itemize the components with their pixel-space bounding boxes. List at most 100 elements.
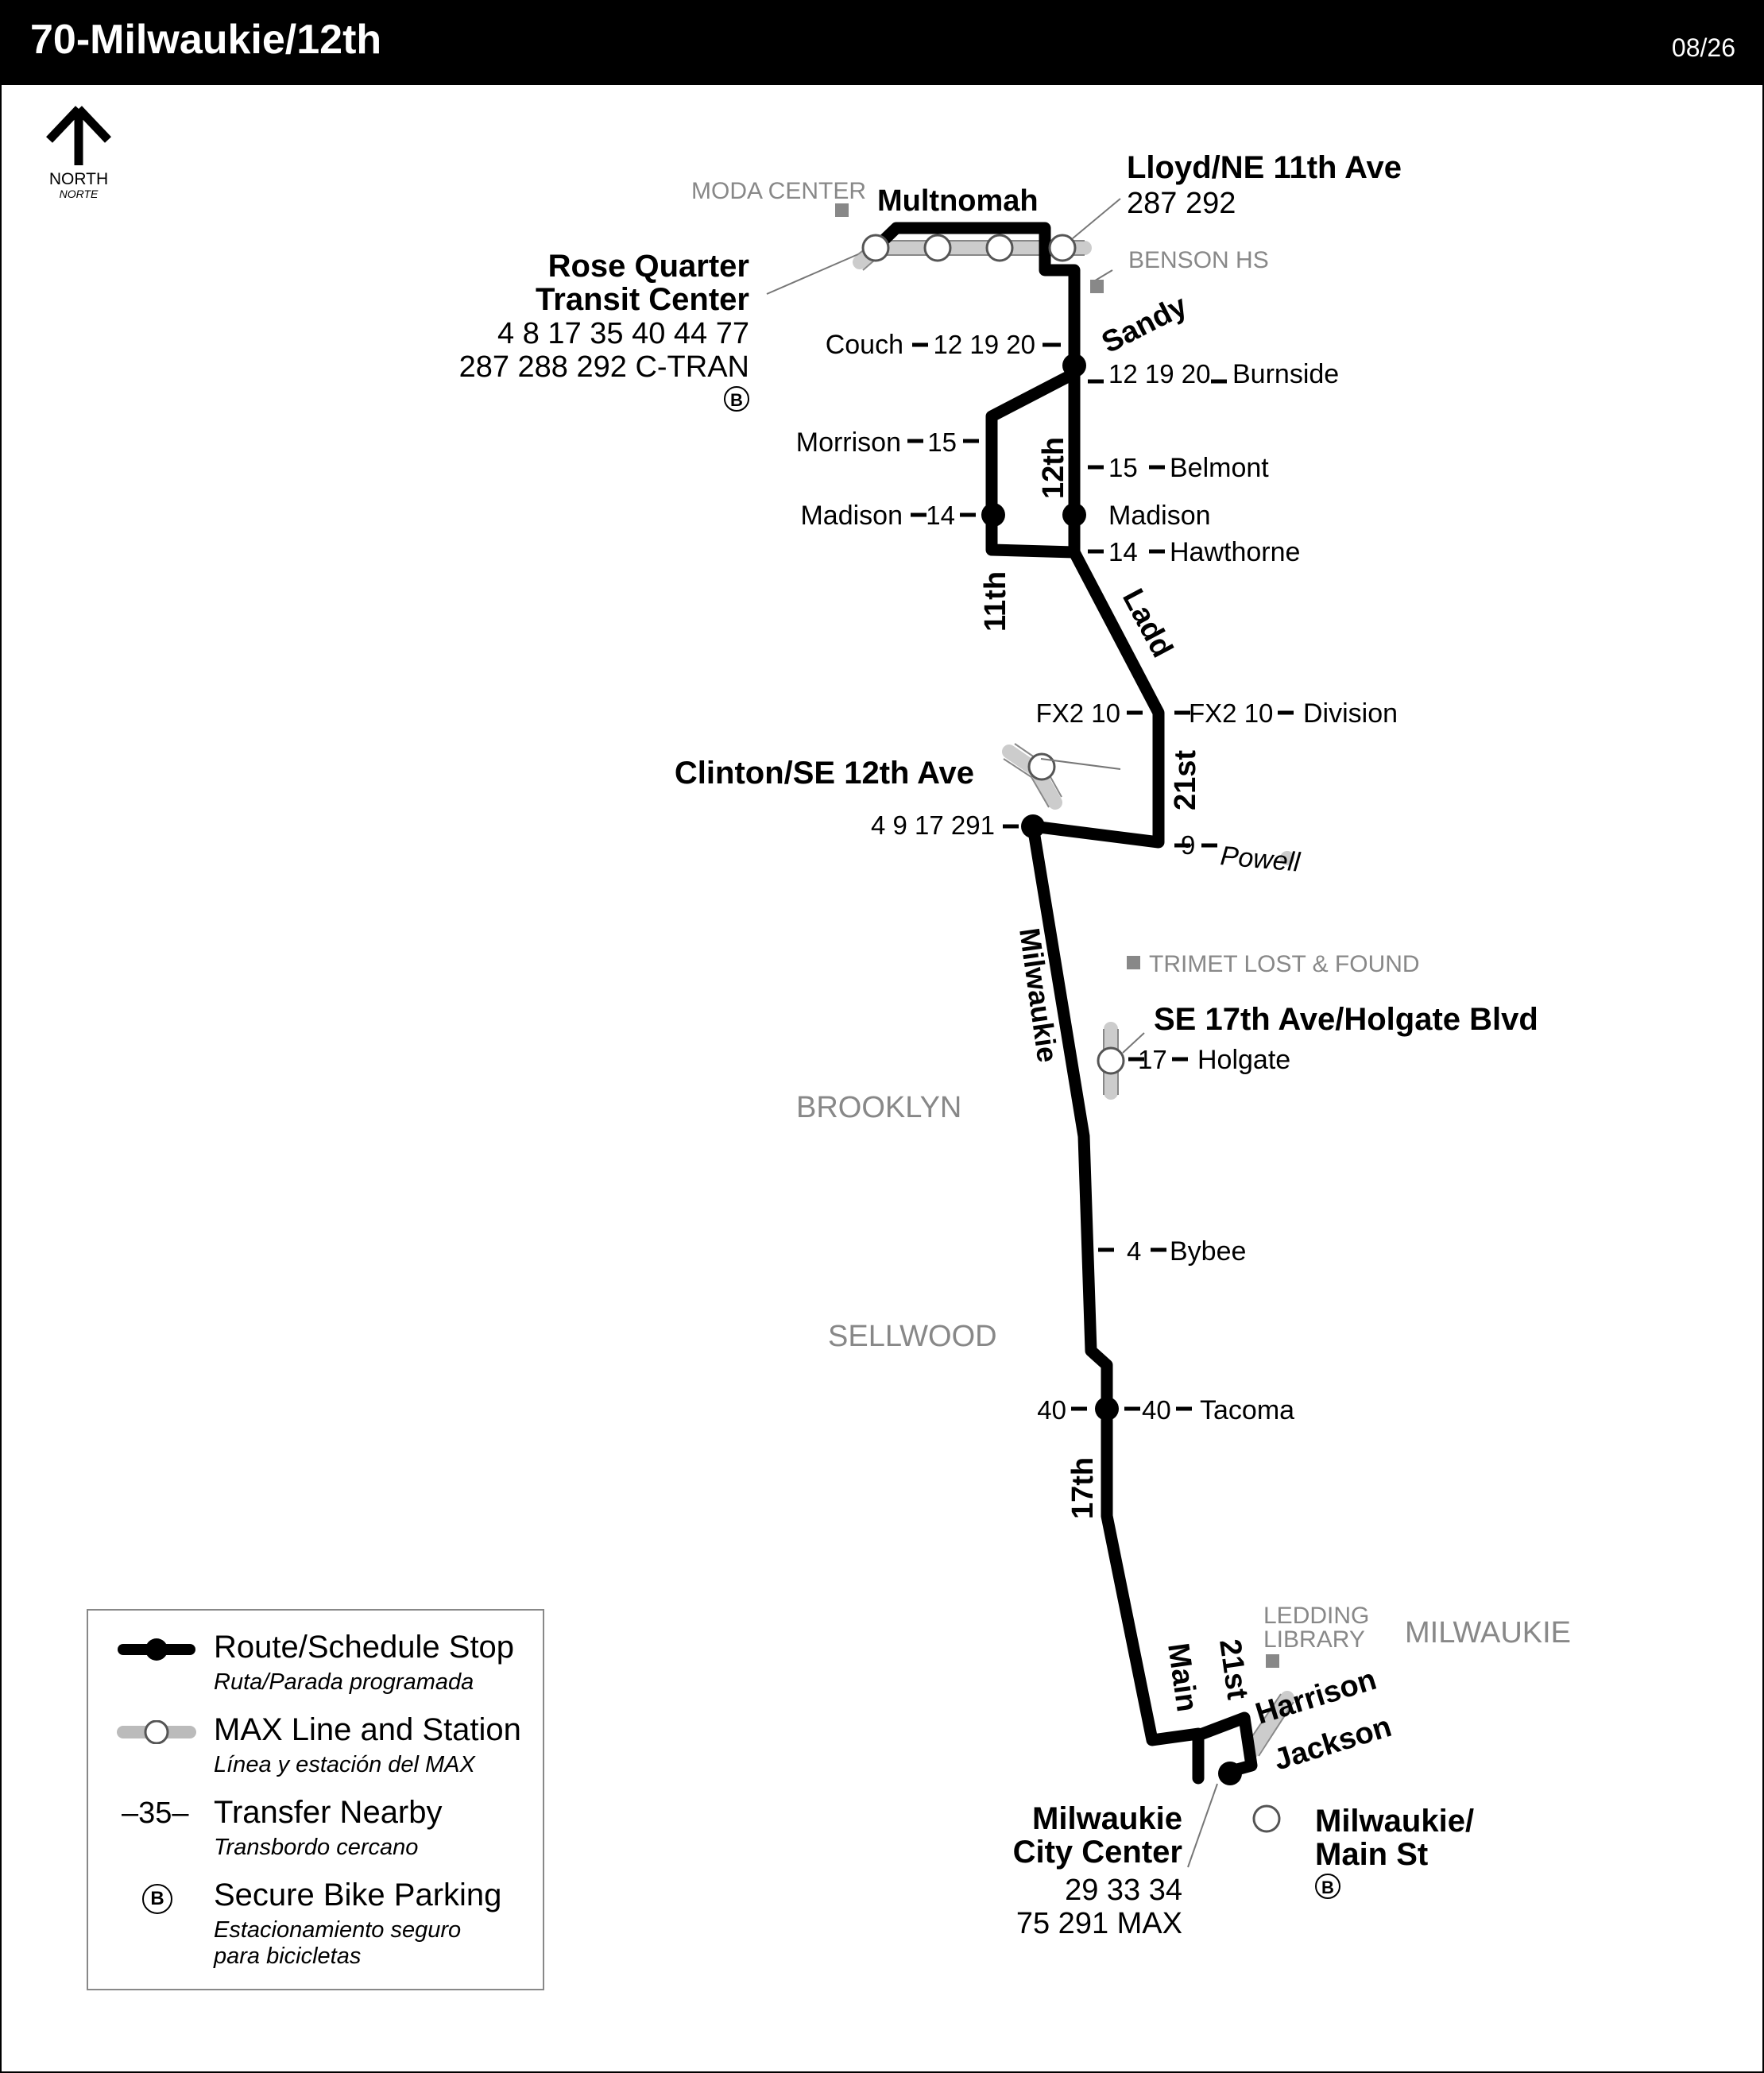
legend-label: Transfer Nearby bbox=[214, 1795, 443, 1830]
stop-milwaukie-main-name1: Milwaukie/ bbox=[1315, 1804, 1474, 1839]
max-station-convention-center bbox=[923, 234, 952, 262]
neighborhood-brooklyn: BROOKLYN bbox=[796, 1091, 961, 1124]
transfer-hawthorne-lines: 14 bbox=[1108, 537, 1138, 567]
transfer-tacoma-w-lines: 40 bbox=[1037, 1395, 1066, 1425]
landmark-ledding-library-1: LEDDING bbox=[1263, 1603, 1369, 1629]
street-11th: 11th bbox=[979, 571, 1012, 632]
legend-label-es-1: Estacionamiento seguro bbox=[214, 1917, 462, 1943]
transfer-madison-w-lines: 14 bbox=[926, 501, 955, 530]
street-21st: 21st bbox=[1169, 750, 1202, 810]
stop-rose-quarter-name1: Rose Quarter bbox=[548, 249, 749, 284]
transfer-burnside-street: Burnside bbox=[1232, 359, 1339, 389]
transfer-belmont-lines: 15 bbox=[1108, 453, 1138, 482]
transfer-morrison-street: Morrison bbox=[796, 427, 901, 458]
leader-lines bbox=[766, 198, 1218, 1868]
stop-rose-quarter-bike: B bbox=[730, 390, 743, 410]
landmark-benson-hs: BENSON HS bbox=[1128, 247, 1269, 273]
transfer-holgate-lines: 17 bbox=[1138, 1045, 1167, 1074]
street-multnomah: Multnomah bbox=[877, 184, 1039, 218]
street-sandy: Sandy bbox=[1097, 289, 1193, 360]
stop-madison-12th bbox=[1062, 503, 1086, 527]
stop-milwaukie-cc bbox=[1218, 1762, 1242, 1785]
bike-icon bbox=[724, 386, 749, 412]
max-station-clinton bbox=[1027, 752, 1056, 781]
transfer-division-e-street: Division bbox=[1303, 698, 1398, 729]
legend-label-es: Línea y estación del MAX bbox=[214, 1752, 475, 1777]
landmark-trimet-lost-found: TRIMET LOST & FOUND bbox=[1149, 951, 1420, 977]
max-station-milwaukie-main bbox=[1252, 1804, 1281, 1833]
transfer-powell-lines: 9 bbox=[1181, 830, 1195, 860]
stop-lloyd-name: Lloyd/NE 11th Ave bbox=[1127, 150, 1402, 185]
transfer-tacoma-e-street: Tacoma bbox=[1200, 1395, 1294, 1425]
transfer-madison-e-street: Madison bbox=[1108, 501, 1211, 531]
transfer-belmont-street: Belmont bbox=[1170, 453, 1269, 483]
street-17th: 17th bbox=[1066, 1457, 1100, 1519]
stop-rose-quarter-name2: Transit Center bbox=[536, 282, 749, 317]
transfer-bybee-street: Bybee bbox=[1170, 1236, 1246, 1267]
stop-clinton bbox=[1021, 814, 1045, 838]
landmark-markers bbox=[835, 203, 1279, 1668]
stop-rose-quarter-lines1: 4 8 17 35 40 44 77 bbox=[497, 317, 749, 350]
max-station-rose-quarter bbox=[861, 234, 890, 262]
legend-label-es: Transbordo cercano bbox=[214, 1835, 419, 1860]
max-station-holgate bbox=[1097, 1046, 1125, 1075]
landmark-moda-center: MODA CENTER bbox=[691, 178, 866, 204]
stop-lloyd-lines: 287 292 bbox=[1127, 187, 1236, 220]
legend-label: MAX Line and Station bbox=[214, 1712, 521, 1747]
landmark-ledding-library-2: LIBRARY bbox=[1263, 1626, 1365, 1653]
legend-label: Route/Schedule Stop bbox=[214, 1630, 515, 1665]
transfer-morrison-lines: 15 bbox=[927, 427, 957, 457]
route-title: 70-Milwaukie/12th bbox=[30, 17, 382, 63]
neighborhood-sellwood: SELLWOOD bbox=[828, 1320, 997, 1353]
transfer-couch-lines: 12 19 20 bbox=[934, 330, 1035, 359]
transfer-madison-w-street: Madison bbox=[800, 501, 903, 531]
legend-item-route-stop: Route/Schedule Stop Ruta/Parada programa… bbox=[88, 1630, 543, 1709]
transfer-burnside-lines: 12 19 20 bbox=[1108, 359, 1210, 389]
stop-tacoma bbox=[1095, 1397, 1119, 1421]
transfer-hawthorne-street: Hawthorne bbox=[1170, 537, 1300, 567]
legend-label: Secure Bike Parking bbox=[214, 1878, 502, 1912]
bike-parking-icon: B bbox=[142, 1884, 172, 1914]
neighborhood-milwaukie: MILWAUKIE bbox=[1405, 1616, 1571, 1650]
street-main: Main bbox=[1161, 1641, 1204, 1714]
stop-madison-11th bbox=[981, 503, 1005, 527]
stop-rose-quarter-lines2: 287 288 292 C-TRAN bbox=[459, 350, 749, 384]
legend-label-es: Ruta/Parada programada bbox=[214, 1669, 474, 1695]
schedule-stops bbox=[981, 354, 1242, 1785]
transfer-tacoma-e-lines: 40 bbox=[1142, 1395, 1171, 1425]
header-bar: 70-Milwaukie/12th 08/26 bbox=[0, 0, 1764, 85]
max-station-lloyd bbox=[1048, 234, 1077, 262]
legend-label-es-2: para bicicletas bbox=[214, 1943, 362, 1969]
legend-item-bike: B Secure Bike Parking Estacionamiento se… bbox=[88, 1878, 543, 1969]
transfer-holgate-street: Holgate bbox=[1197, 1045, 1290, 1075]
stop-holgate-max-name: SE 17th Ave/Holgate Blvd bbox=[1154, 1002, 1538, 1037]
north-label-es: NORTE bbox=[60, 188, 99, 200]
stop-clinton-name: Clinton/SE 12th Ave bbox=[675, 756, 974, 791]
route-stop-symbol-icon bbox=[118, 1638, 195, 1661]
stop-clinton-lines: 4 9 17 291 bbox=[871, 810, 995, 840]
stop-milwaukie-main-name2: Main St bbox=[1315, 1837, 1428, 1872]
transfer-division-w-lines: FX2 10 bbox=[1036, 698, 1120, 728]
transfer-couch-street: Couch bbox=[826, 330, 903, 360]
max-station-ne-7th bbox=[985, 234, 1014, 262]
transfer-division-e-lines: FX2 10 bbox=[1189, 698, 1273, 728]
transfer-bybee-lines: 4 bbox=[1127, 1236, 1141, 1266]
stop-milwaukie-cc-name2: City Center bbox=[1013, 1835, 1182, 1870]
stop-milwaukie-cc-lines1: 29 33 34 bbox=[1065, 1874, 1182, 1907]
edition-date: 08/26 bbox=[1671, 33, 1735, 62]
north-label: NORTH bbox=[49, 170, 108, 188]
max-stations bbox=[861, 234, 1281, 1833]
stop-milwaukie-cc-lines2: 75 291 MAX bbox=[1016, 1907, 1182, 1940]
max-station-symbol-icon bbox=[117, 1720, 196, 1744]
legend-item-transfer: –35– Transfer Nearby Transbordo cercano bbox=[88, 1795, 543, 1874]
stop-milwaukie-main-bike: B bbox=[1321, 1878, 1334, 1897]
stop-milwaukie-cc-name1: Milwaukie bbox=[1032, 1801, 1182, 1836]
north-arrow-icon bbox=[46, 106, 111, 165]
legend-item-max: MAX Line and Station Línea y estación de… bbox=[88, 1712, 543, 1792]
legend: Route/Schedule Stop Ruta/Parada programa… bbox=[87, 1609, 544, 1990]
transfer-powell-street: Powell bbox=[1219, 841, 1302, 878]
stop-sandy-burnside bbox=[1062, 354, 1086, 377]
transfer-ticks bbox=[907, 342, 1294, 1411]
route-line bbox=[869, 222, 1258, 1785]
